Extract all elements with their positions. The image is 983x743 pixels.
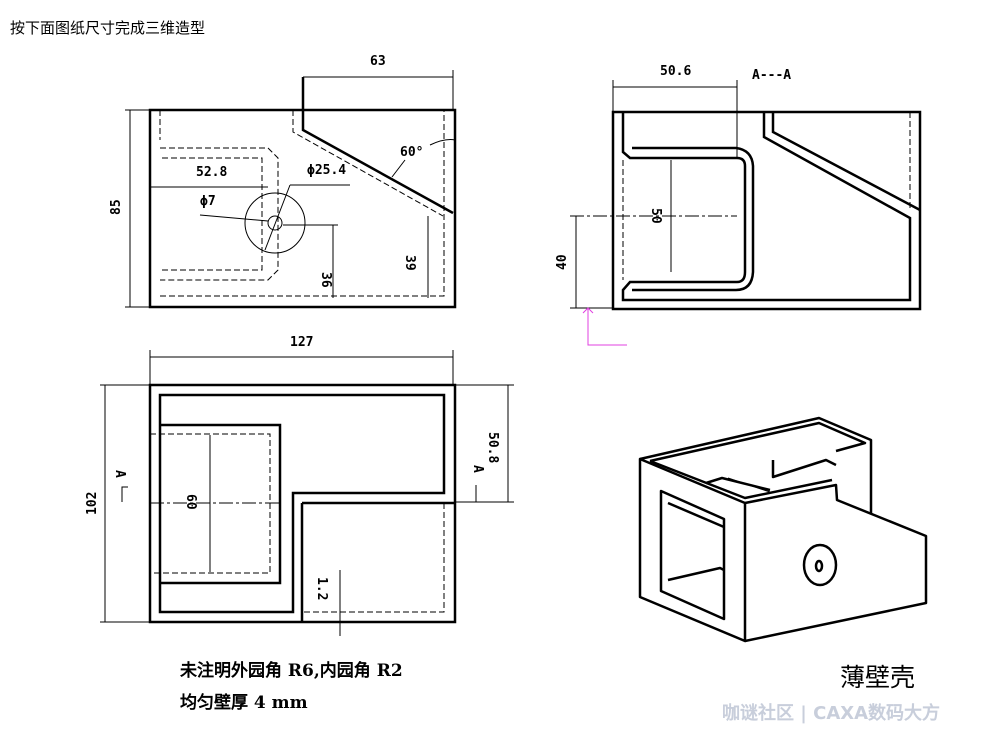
boss-ellipse — [802, 543, 838, 587]
dim-52-8: 52.8 — [196, 165, 227, 180]
section-inner-wall — [621, 112, 912, 302]
section-mark-right — [468, 485, 477, 503]
watermark: 咖谜社区 | CAXA数码大方 — [722, 703, 941, 724]
dim-39: 39 — [402, 255, 417, 271]
boss-circle — [244, 192, 306, 254]
dim-85: 85 — [109, 199, 124, 215]
section-title: A---A — [752, 68, 791, 83]
dim-phi7: ϕ7 — [200, 194, 216, 209]
side-window — [659, 489, 726, 621]
isometric-view — [638, 416, 928, 643]
note-fillet: 未注明外园角 R6,内园角 R2 — [180, 661, 403, 681]
top-view: 63 85 52.8 ϕ7 ϕ25.4 60° 36 39 — [109, 54, 457, 309]
note-wall-thickness: 均匀壁厚 4 mm — [180, 693, 308, 713]
plan-inner-wall — [158, 393, 446, 614]
dim-63: 63 — [370, 54, 386, 69]
top-view-outline — [148, 108, 457, 309]
instruction-text: 按下面图纸尺寸完成三维造型 — [10, 19, 206, 37]
part-label: 薄壁壳 — [840, 663, 916, 692]
plan-view: 127 102 50.8 60 1.2 A A — [85, 335, 514, 636]
section-letter-left: A — [112, 470, 127, 478]
hidden-outline — [159, 110, 445, 297]
hidden-pocket — [160, 147, 279, 281]
hole-circle — [267, 215, 283, 231]
dim-102: 102 — [85, 492, 100, 515]
dim-40: 40 — [555, 254, 570, 270]
section-view: 50.6 A---A 50 40 — [555, 64, 922, 346]
axis-icon — [587, 308, 627, 346]
slope-hidden — [292, 110, 444, 217]
dim-50-6: 50.6 — [660, 64, 691, 79]
dim-phi25-4: ϕ25.4 — [307, 163, 346, 178]
dim-50: 50 — [648, 208, 663, 224]
section-letter-right: A — [470, 465, 485, 473]
dim-1-2: 1.2 — [314, 577, 329, 600]
dim-50-8: 50.8 — [485, 432, 500, 463]
dim-60-degree: 60° — [400, 145, 423, 160]
dim-60: 60 — [183, 494, 198, 510]
slope-edge — [301, 77, 454, 215]
section-mark-left — [121, 486, 128, 502]
dim-36: 36 — [318, 272, 333, 288]
hole-ellipse — [814, 559, 824, 573]
dim-127: 127 — [290, 335, 313, 350]
section-outline — [611, 110, 922, 311]
